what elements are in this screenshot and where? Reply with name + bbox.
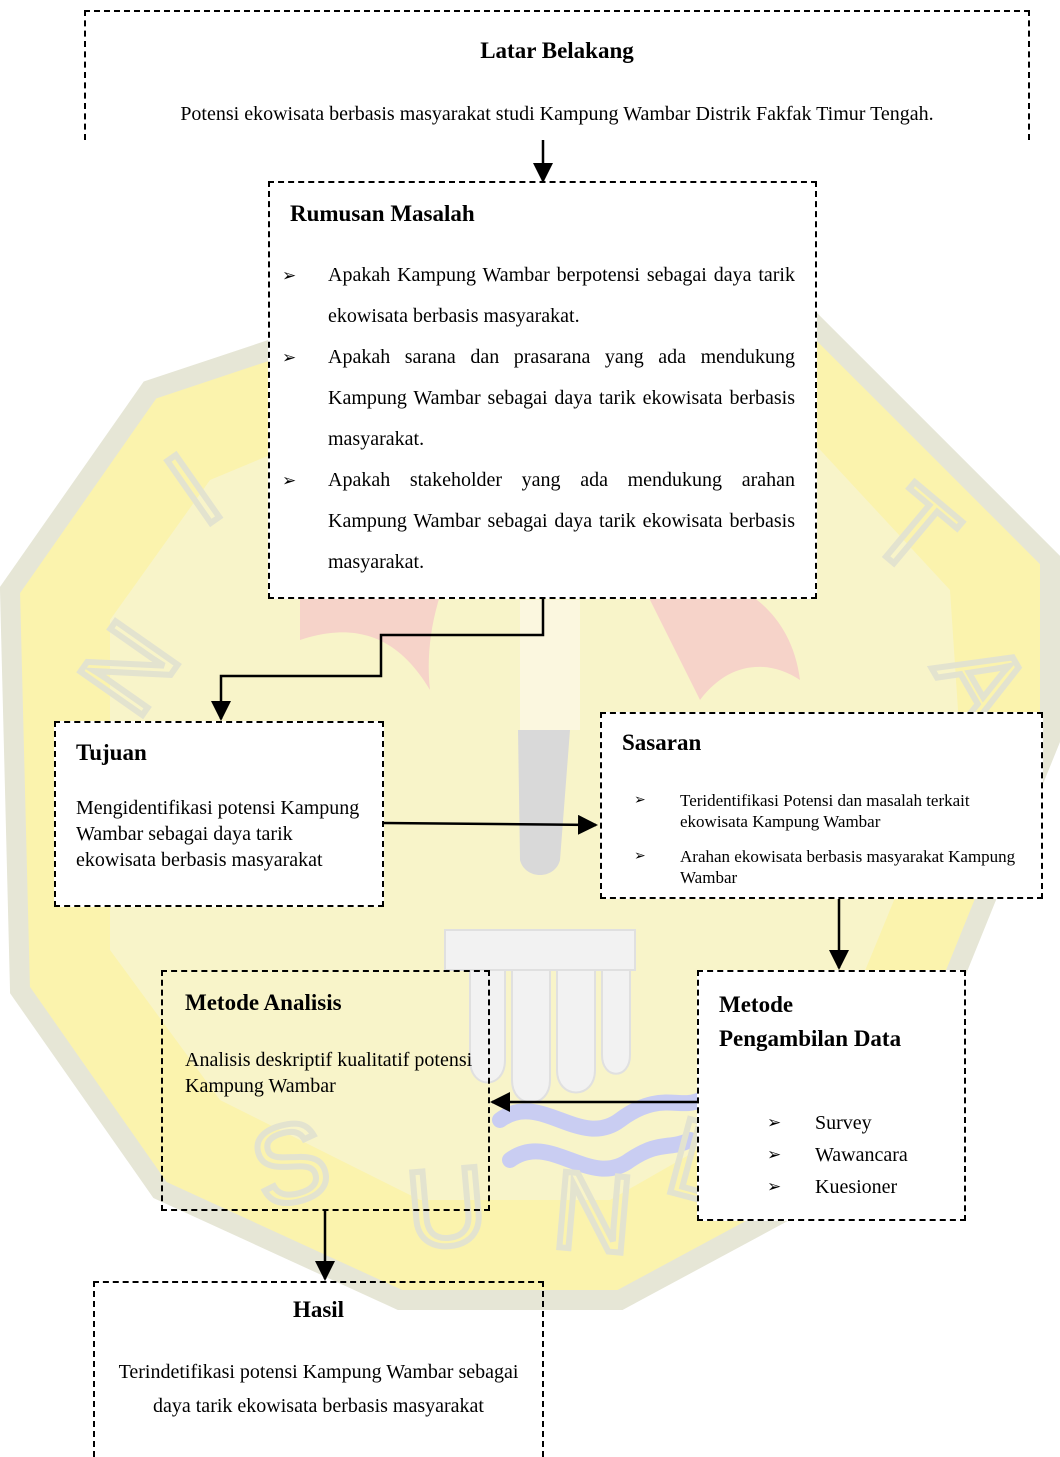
bullet-arrow-icon: ➢ — [634, 793, 646, 808]
sasaran-item-text: Teridentifikasi Potensi dan masalah terk… — [680, 791, 970, 831]
rumusan-masalah-title: Rumusan Masalah — [290, 201, 475, 226]
sasaran-item-text: Arahan ekowisata berbasis masyarakat Kam… — [680, 847, 1016, 887]
hasil-box: Hasil Terindetifikasi potensi Kampung Wa… — [93, 1281, 544, 1457]
blade-handle — [520, 600, 580, 730]
pengambilan-item-text: Kuesioner — [815, 1176, 898, 1198]
title-line-2: Pengambilan Data — [719, 1026, 902, 1051]
sasaran-item-1: ➢ Teridentifikasi Potensi dan masalah ter… — [634, 790, 1027, 832]
sasaran-list: ➢ Teridentifikasi Potensi dan masalah ter… — [634, 790, 1027, 902]
seal-letter: U — [402, 1143, 492, 1272]
bullet-arrow-icon: ➢ — [767, 1113, 782, 1132]
pengambilan-item-3: ➢ Kuesioner — [767, 1171, 908, 1203]
tujuan-text: Mengidentifikasi potensi Kampung Wambar … — [76, 797, 360, 871]
rumusan-item-text: Apakah Kampung Wambar berpotensi sebagai… — [328, 264, 795, 327]
rumusan-item-text: Apakah stakeholder yang ada mendukung ar… — [328, 469, 795, 573]
metode-pengambilan-title: Metode Pengambilan Data — [719, 988, 901, 1056]
sasaran-title: Sasaran — [622, 730, 702, 755]
seal-letter: N — [548, 1148, 638, 1277]
bullet-arrow-icon: ➢ — [767, 1145, 782, 1164]
rumusan-item-3: ➢ Apakah stakeholder yang ada mendukung a… — [280, 460, 795, 583]
pengambilan-item-1: ➢ Survey — [767, 1107, 908, 1139]
bullet-arrow-icon: ➢ — [767, 1177, 782, 1196]
bullet-arrow-icon: ➢ — [634, 849, 646, 864]
latar-belakang-text: Potensi ekowisata berbasis masyarakat st… — [180, 103, 934, 125]
tujuan-box: Tujuan Mengidentifikasi potensi Kampung … — [54, 721, 384, 907]
seal-teeth — [444, 929, 636, 1104]
latar-belakang-title: Latar Belakang — [480, 38, 634, 63]
pengambilan-list: ➢ Survey ➢ Wawancara ➢ Kuesioner — [767, 1107, 908, 1203]
tujuan-title: Tujuan — [76, 740, 147, 765]
latar-belakang-box: Latar Belakang Potensi ekowisata berbasi… — [84, 10, 1030, 140]
sasaran-item-2: ➢ Arahan ekowisata berbasis masyarakat Ka… — [634, 846, 1027, 888]
pengambilan-item-2: ➢ Wawancara — [767, 1139, 908, 1171]
rumusan-item-text: Apakah sarana dan prasarana yang ada men… — [328, 346, 795, 450]
metode-analisis-box: Metode Analisis Analisis deskriptif kual… — [161, 970, 490, 1211]
rumusan-masalah-list: ➢ Apakah Kampung Wambar berpotensi sebaga… — [280, 255, 795, 583]
rumusan-masalah-box: Rumusan Masalah ➢ Apakah Kampung Wambar b… — [268, 181, 817, 599]
bullet-arrow-icon: ➢ — [282, 266, 297, 285]
sasaran-box: Sasaran ➢ Teridentifikasi Potensi dan mas… — [600, 712, 1043, 899]
title-line-1: Metode — [719, 992, 794, 1017]
hasil-text: Terindetifikasi potensi Kampung Wambar s… — [118, 1361, 519, 1417]
rumusan-item-1: ➢ Apakah Kampung Wambar berpotensi sebaga… — [280, 255, 795, 337]
pengambilan-item-text: Wawancara — [815, 1144, 908, 1166]
metode-pengambilan-data-box: Metode Pengambilan Data ➢ Survey ➢ Wawanca… — [697, 970, 966, 1221]
bullet-arrow-icon: ➢ — [282, 348, 297, 367]
rumusan-item-2: ➢ Apakah sarana dan prasarana yang ada me… — [280, 337, 795, 460]
bullet-arrow-icon: ➢ — [282, 471, 297, 490]
metode-analisis-text: Analisis deskriptif kualitatif potensi K… — [185, 1049, 473, 1097]
hasil-title: Hasil — [292, 1297, 345, 1322]
pengambilan-item-text: Survey — [815, 1112, 872, 1134]
blade-body — [518, 730, 570, 875]
metode-analisis-title: Metode Analisis — [185, 990, 342, 1015]
